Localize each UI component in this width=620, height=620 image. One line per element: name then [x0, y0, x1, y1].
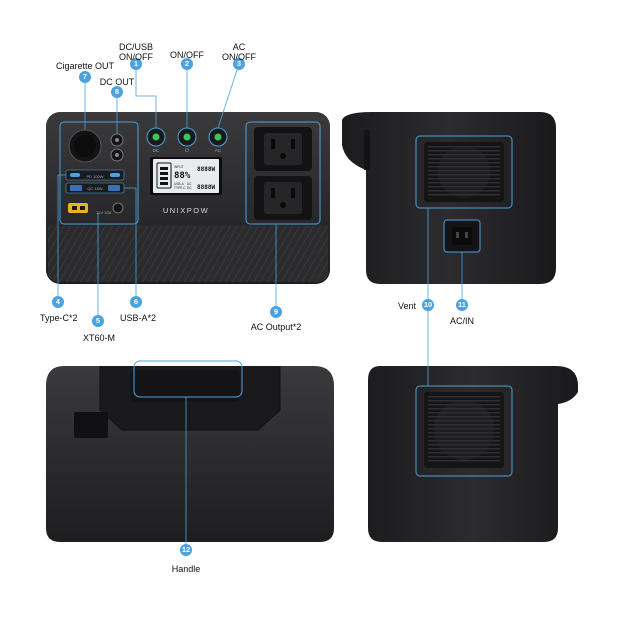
vent-slat: [428, 452, 500, 454]
lcd-percent: 88%: [174, 171, 191, 181]
vent-slat: [428, 424, 500, 426]
vent-slat: [428, 174, 500, 176]
front-view: PD 100W QC 18W 12V 10A DC ⏻ AC: [46, 112, 330, 284]
callout-badge-12: 12: [180, 544, 192, 556]
vent-slat: [428, 404, 500, 406]
callout-badge-7: 7: [79, 71, 91, 83]
xt60-port-icon: [68, 203, 88, 213]
callout-label-12: Handle: [171, 564, 201, 574]
handle-outline: [133, 360, 243, 398]
vent-slat: [428, 182, 500, 184]
callout-badge-5: 5: [92, 315, 104, 327]
vent-slat: [428, 146, 500, 148]
vent-slat: [428, 428, 500, 430]
lcd-ac-label: AC: [187, 182, 192, 186]
side-view-vent: [342, 112, 556, 284]
cigarette-socket-icon: [68, 129, 102, 163]
vent-slat: [428, 178, 500, 180]
vent-slat: [428, 166, 500, 168]
lcd-in-label: INPUT: [174, 165, 184, 169]
callout-badge-2: 2: [181, 58, 193, 70]
type-c-port-icon: [110, 173, 120, 177]
vent-slat: [428, 420, 500, 422]
lcd-display: 88% INPUT 8888W USB-A TYPE-C AC DC 8888W: [150, 157, 222, 195]
usb-a-port-icon: [70, 185, 82, 191]
callout-badge-10: 10: [422, 299, 434, 311]
callout-label-6: USB-A*2: [120, 313, 157, 323]
callout-label-2: ON/OFF: [170, 50, 204, 60]
vent-slat: [428, 162, 500, 164]
dc-button[interactable]: [146, 127, 166, 147]
left-port-outline: [59, 121, 139, 225]
lcd-output-value: 8888W: [197, 184, 215, 191]
handle-bar: [130, 370, 240, 402]
usb-a-port-icon: [108, 185, 120, 191]
callout-label-1: DC/USB ON/OFF: [118, 42, 154, 62]
callout-label-10: Vent: [398, 301, 417, 311]
vent-slat: [428, 412, 500, 414]
vent-slat: [428, 150, 500, 152]
qc-label: QC 18W: [87, 186, 103, 191]
callout-badge-11: 11: [456, 299, 468, 311]
vent-slat: [428, 190, 500, 192]
vent-slat: [428, 400, 500, 402]
vent-slat: [428, 460, 500, 462]
back-port-cover: [74, 412, 108, 438]
vent-slat: [428, 456, 500, 458]
callout-label-7: Cigarette OUT: [55, 61, 115, 71]
side-view-vent-2: [368, 366, 578, 542]
vent-slat: [428, 440, 500, 442]
xt60-label: 12V 10A: [96, 210, 112, 215]
power-symbol-icon: ⏻: [185, 148, 189, 154]
lcd-input-value: 8888W: [197, 166, 215, 173]
vent-slat: [428, 154, 500, 156]
ac-output-outline: [245, 121, 321, 225]
callout-badge-9: 9: [270, 306, 282, 318]
vent-slat: [428, 158, 500, 160]
lcd-dc-label: DC: [187, 186, 192, 190]
ac-button[interactable]: [208, 127, 228, 147]
brand-logo: UNIXPOW: [163, 206, 209, 215]
pd-label: PD 100W: [86, 174, 103, 179]
lcd-type-label: TYPE-C: [174, 186, 186, 190]
vent-outline: [415, 135, 513, 209]
power-button[interactable]: [177, 127, 197, 147]
vent-slat: [428, 408, 500, 410]
dc-port-icon: [112, 202, 124, 214]
callout-badge-8: 8: [111, 86, 123, 98]
vent-slat: [428, 194, 500, 196]
vent-slat: [428, 416, 500, 418]
callout-label-3: AC ON/OFF: [222, 42, 256, 62]
ac-button-label: AC: [215, 148, 222, 153]
callout-badge-6: 6: [130, 296, 142, 308]
dc-button-label: DC: [153, 148, 160, 153]
vent-slat: [428, 436, 500, 438]
vent-slat: [428, 448, 500, 450]
ac-outlet-icon: [254, 127, 312, 171]
callout-badge-3: 3: [233, 58, 245, 70]
lcd-usb-label: USB-A: [174, 182, 185, 186]
battery-icon: [156, 162, 172, 189]
callout-label-9: AC Output*2: [250, 322, 302, 332]
type-c-port-icon: [70, 173, 80, 177]
vent-slat: [428, 170, 500, 172]
vent-outline-2: [415, 385, 513, 477]
leader-lines: [57, 63, 463, 548]
front-texture-band: [48, 226, 328, 282]
callout-label-5: XT60-M: [82, 333, 116, 343]
callout-label-4: Type-C*2: [40, 313, 78, 323]
callout-label-11: AC/IN: [449, 316, 475, 326]
ac-outlet-icon: [254, 176, 312, 220]
back-view-handle: [46, 360, 334, 542]
vent-slat: [428, 432, 500, 434]
vent-slat: [428, 186, 500, 188]
callout-badge-4: 4: [52, 296, 64, 308]
callout-badge-1: 1: [130, 58, 142, 70]
callout-label-8: DC OUT: [99, 77, 135, 87]
vent-slat: [428, 444, 500, 446]
vent-slat: [428, 396, 500, 398]
